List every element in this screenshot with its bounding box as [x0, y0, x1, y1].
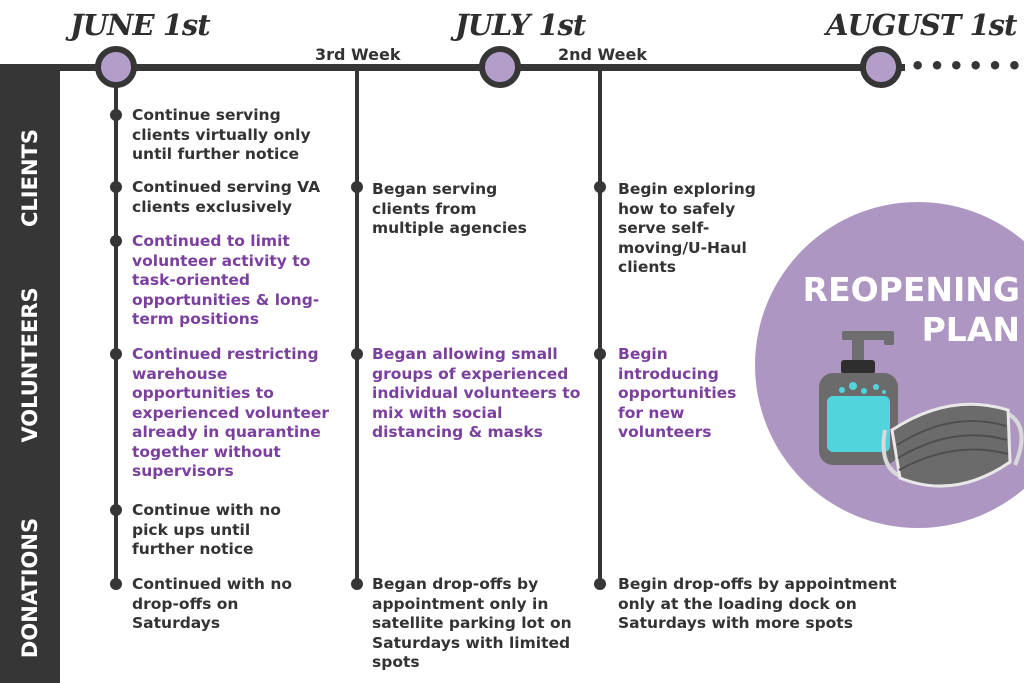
category-label-clients: CLIENTS	[18, 129, 42, 227]
timeline-continuation-dots: •••••••	[910, 52, 1024, 80]
bullet	[351, 348, 363, 360]
milestone-june-marker	[95, 46, 137, 88]
soap-dispenser-icon	[819, 331, 898, 465]
june-donations-entry-2: Continued with no drop-offs on Saturdays	[132, 575, 293, 632]
week-label-3rd: 3rd Week	[315, 45, 401, 64]
bullet	[351, 181, 363, 193]
week-label-2nd: 2nd Week	[558, 45, 647, 64]
june-volunteers-entry-1: Continued to limit volunteer activity to…	[132, 232, 320, 328]
june-week3-vertical-line	[355, 68, 359, 583]
bullet	[594, 578, 606, 590]
june-vertical-line	[114, 68, 118, 583]
week3-clients-entry: Began serving clients from multiple agen…	[372, 180, 527, 237]
bullet	[594, 181, 606, 193]
june-clients-entry-1: Continue serving clients virtually only …	[132, 106, 311, 163]
bullet	[110, 235, 122, 247]
plan-title: REOPENING PLAN	[790, 270, 1020, 350]
week3-volunteers-entry: Began allowing small groups of experienc…	[372, 345, 581, 441]
june-donations-entry-1: Continue with no pick ups until further …	[132, 501, 281, 558]
bullet	[110, 181, 122, 193]
milestone-june-label: JUNE 1st	[70, 8, 211, 42]
milestone-july-label: JULY 1st	[455, 8, 586, 42]
july-week2-vertical-line	[598, 68, 602, 583]
milestone-august-marker	[860, 46, 902, 88]
bullet	[110, 578, 122, 590]
june-volunteers-entry-2: Continued restricting warehouse opportun…	[132, 345, 330, 480]
bullet	[351, 578, 363, 590]
june-clients-entry-2: Continued serving VA clients exclusively	[132, 178, 321, 216]
category-label-volunteers: VOLUNTEERS	[18, 287, 42, 443]
milestone-july-marker	[479, 46, 521, 88]
bullet	[594, 348, 606, 360]
bullet	[110, 504, 122, 516]
plan-title-line2: PLAN	[921, 310, 1020, 349]
bullet	[110, 348, 122, 360]
category-bar-volunteers: VOLUNTEERS	[0, 286, 60, 493]
bullet	[110, 109, 122, 121]
week2-volunteers-entry: Begin introducing opportunities for new …	[618, 345, 737, 441]
week2-clients-entry: Begin exploring how to safely serve self…	[618, 180, 756, 276]
timeline-line	[0, 64, 905, 71]
milestone-august-label: AUGUST 1st	[826, 8, 1017, 42]
week2-donations-entry: Begin drop-offs by appointment only at t…	[618, 575, 897, 632]
face-mask-icon	[881, 402, 1024, 488]
category-bar-clients: CLIENTS	[0, 71, 60, 286]
week3-donations-entry: Began drop-offs by appointment only in s…	[372, 575, 572, 671]
plan-circle	[755, 202, 1024, 528]
plan-title-line1: REOPENING	[802, 270, 1020, 309]
category-label-donations: DONATIONS	[18, 517, 42, 659]
category-bar-donations: DONATIONS	[0, 493, 60, 683]
